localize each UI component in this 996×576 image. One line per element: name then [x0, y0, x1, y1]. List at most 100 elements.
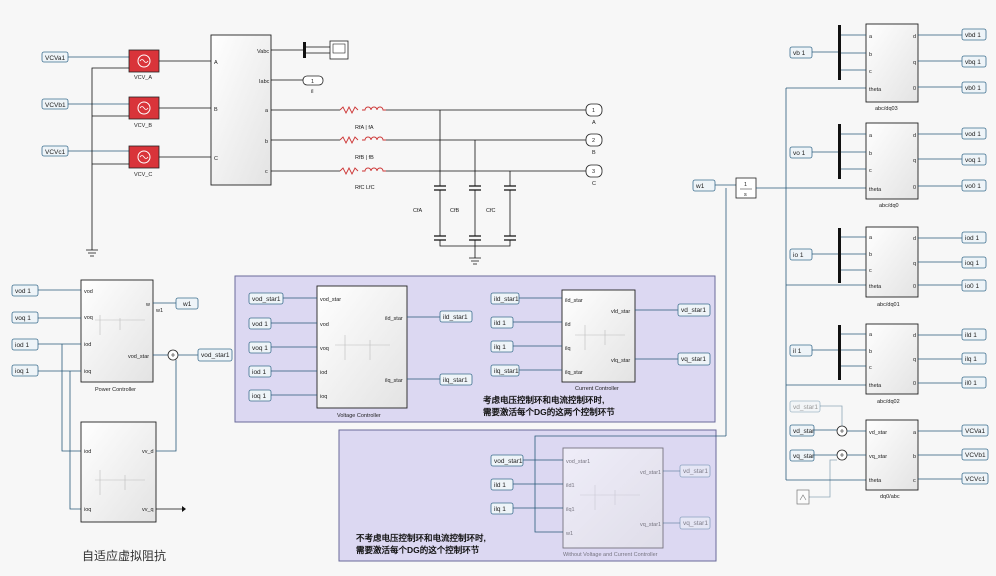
virtual-impedance-caption: 自适应虚拟阻抗: [82, 548, 166, 563]
source-a[interactable]: VCVa1 VCV_A: [41, 49, 160, 81]
from-vd-star1-ghost[interactable]: vd_star1: [789, 400, 821, 413]
vi-measurement-block[interactable]: A B C Vabc Iabc a b c: [210, 34, 272, 186]
from-voq1-vc[interactable]: voq 1: [248, 341, 272, 354]
from-iod1-vc[interactable]: iod 1: [248, 365, 272, 378]
goto-vod1[interactable]: vod 1: [961, 127, 987, 140]
goto-vcva1[interactable]: VCVa1: [961, 424, 989, 437]
abc-dq01-block[interactable]: a b c theta d q 0 abc/dq01: [838, 226, 919, 308]
from-w1[interactable]: w1: [692, 179, 716, 192]
from-vod1-vc[interactable]: vod 1: [248, 317, 272, 330]
from-iod1-pc[interactable]: iod 1: [11, 338, 39, 351]
svg-text:VCVc1: VCVc1: [45, 149, 66, 156]
goto-ild1[interactable]: ild 1: [961, 328, 987, 341]
outport-b[interactable]: 2 B: [585, 133, 603, 156]
virtual-impedance-block[interactable]: iod ioq vv_d vv_q: [80, 421, 157, 523]
outport-a[interactable]: 1 A: [585, 103, 603, 126]
from-vod-star1-wo[interactable]: vod_star1: [490, 454, 524, 467]
svg-text:vq_star1: vq_star1: [640, 522, 661, 528]
goto-voq1[interactable]: voq 1: [961, 153, 987, 166]
svg-text:b: b: [869, 349, 872, 355]
abc-dq03-block[interactable]: a b c theta d q 0 abc/dq03: [838, 23, 919, 112]
svg-text:vd_star: vd_star: [793, 428, 815, 435]
goto-ioq1[interactable]: ioq 1: [961, 256, 987, 269]
svg-text:ilq_star: ilq_star: [385, 378, 403, 384]
from-ilq1-wo[interactable]: ilq 1: [490, 502, 514, 515]
integrator-block[interactable]: 1 s: [735, 177, 757, 199]
source-c[interactable]: VCVc1 VCV_C: [41, 145, 160, 178]
goto-vcvb1[interactable]: VCVb1: [961, 448, 989, 461]
svg-text:ild 1: ild 1: [494, 482, 506, 489]
from-vod1-pc[interactable]: vod 1: [11, 284, 39, 297]
power-controller-block[interactable]: vod voq iod ioq w vod_star Power Control…: [80, 279, 154, 393]
goto-ild-star1[interactable]: ild_star1: [439, 310, 473, 323]
source-b[interactable]: VCVb1 VCV_B: [41, 96, 160, 129]
source-b-label: VCV_B: [134, 123, 152, 129]
goto-io01[interactable]: io0 1: [961, 279, 987, 292]
dq0-abc-block[interactable]: vd_star vq_star theta a b c dq0/abc: [865, 419, 919, 500]
goto-vd-star1[interactable]: vd_star1: [677, 303, 711, 317]
abc-dq0-block[interactable]: a b c theta d q 0 abc/dq0: [838, 122, 919, 209]
from-vq-star[interactable]: vq_star: [789, 449, 815, 462]
svg-text:d: d: [913, 236, 916, 242]
from-vod-star1-vc[interactable]: vod_star1: [248, 292, 284, 305]
svg-text:voq 1: voq 1: [15, 315, 31, 322]
capacitor-icon: [504, 235, 516, 241]
meter-pin-b-out: b: [265, 139, 268, 145]
goto-vd-star1-wo[interactable]: vd_star1: [679, 464, 711, 478]
source-c-label: VCV_C: [134, 172, 152, 178]
goto-vb01[interactable]: vb0 1: [961, 81, 987, 94]
goto-iod1[interactable]: iod 1: [961, 231, 987, 244]
from-port-vcva1[interactable]: VCVa1: [41, 51, 69, 63]
from-ioq1-vc[interactable]: ioq 1: [248, 389, 272, 402]
goto-ilq1[interactable]: ilq 1: [961, 352, 987, 365]
goto-vq-star1-wo[interactable]: vq_star1: [679, 516, 711, 530]
svg-text:q: q: [913, 357, 916, 363]
goto-il01[interactable]: il0 1: [961, 376, 987, 389]
from-voq1-pc[interactable]: voq 1: [11, 311, 39, 324]
voltage-controller-block[interactable]: vod_star vod voq iod ioq ild_star ilq_st…: [316, 285, 408, 419]
goto-vbq1[interactable]: vbq 1: [961, 55, 987, 68]
from-vd-star[interactable]: vd_star: [789, 424, 815, 437]
from-ilq-star1-cc[interactable]: ilq_star1: [490, 364, 520, 377]
svg-text:vod_star1: vod_star1: [201, 352, 230, 359]
goto-ilq-star1[interactable]: ilq_star1: [439, 373, 473, 386]
svg-text:io 1: io 1: [793, 252, 804, 259]
scope-icon[interactable]: [329, 40, 349, 60]
svg-text:c: c: [869, 69, 872, 75]
from-port-vcvb1[interactable]: VCVb1: [41, 98, 69, 110]
inductor-icon: [362, 136, 386, 141]
from-il1[interactable]: il 1: [789, 344, 813, 357]
svg-text:vv_d: vv_d: [142, 449, 154, 455]
goto-w1[interactable]: w1: [175, 297, 199, 310]
svg-text:w1: w1: [695, 183, 705, 190]
outport-c[interactable]: 3 C: [585, 164, 603, 187]
svg-text:vod 1: vod 1: [252, 321, 268, 328]
from-vb1[interactable]: vb 1: [789, 46, 813, 59]
svg-text:a: a: [869, 133, 873, 139]
svg-text:0: 0: [913, 381, 916, 387]
svg-text:2: 2: [592, 138, 595, 144]
from-vo1[interactable]: vo 1: [789, 146, 813, 159]
goto-vq-star1[interactable]: vq_star1: [677, 352, 711, 366]
from-io1[interactable]: io 1: [789, 248, 813, 261]
svg-text:vq_star: vq_star: [793, 453, 815, 460]
goto-vo01[interactable]: vo0 1: [961, 179, 987, 192]
from-ioq1-pc[interactable]: ioq 1: [11, 364, 39, 377]
goto-vod-star1[interactable]: vod_star1: [197, 348, 233, 362]
svg-text:0: 0: [913, 284, 916, 290]
goto-vbd1[interactable]: vbd 1: [961, 28, 987, 41]
svg-text:theta: theta: [869, 284, 882, 290]
goto-vcvc1[interactable]: VCVc1: [961, 472, 989, 485]
constant-block[interactable]: [796, 489, 810, 505]
from-port-vcvc1[interactable]: VCVc1: [41, 145, 69, 157]
without-controller-block[interactable]: vod_star1 ild1 ilq1 w1 vd_star1 vq_star1…: [562, 447, 664, 558]
goto-il[interactable]: 1 il: [302, 75, 324, 95]
from-ilq1-cc[interactable]: ilq 1: [490, 340, 514, 353]
svg-text:VCVc1: VCVc1: [965, 476, 986, 483]
abc-dq02-block[interactable]: a b c theta d q 0 abc/dq02: [838, 323, 919, 405]
from-ild-star1-cc[interactable]: ild_star1: [490, 292, 520, 305]
from-ild1-cc[interactable]: ild 1: [490, 316, 514, 329]
current-controller-block[interactable]: ild_star ild ilq ilq_star vld_star vlq_s…: [561, 289, 636, 392]
from-ild1-wo[interactable]: ild 1: [490, 478, 514, 491]
svg-text:voq 1: voq 1: [252, 345, 268, 352]
